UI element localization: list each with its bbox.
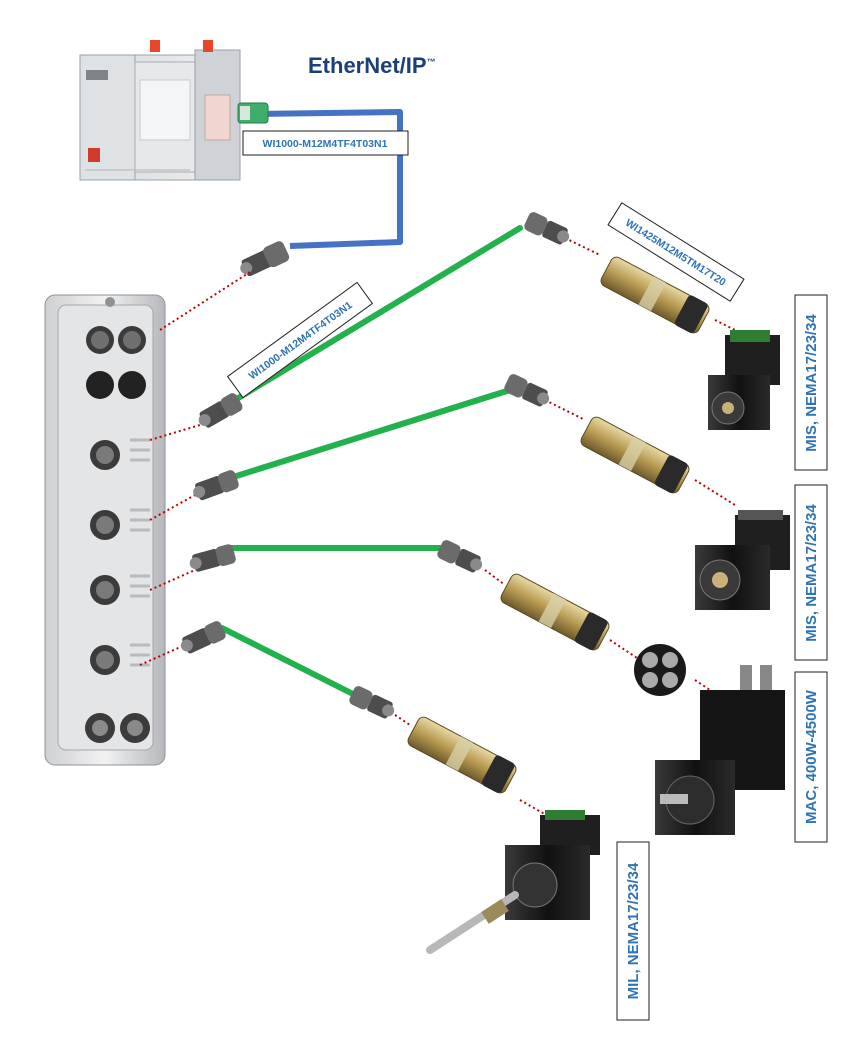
m12-connector-icon [198, 393, 243, 428]
plc-controller [79, 40, 241, 181]
cable-label-diagonal: WI1000-M12M4TF4T03N1 [226, 281, 374, 399]
svg-text:WI1000-M12M4TF4T03N1: WI1000-M12M4TF4T03N1 [263, 138, 388, 150]
rj45-plug-icon [237, 102, 269, 124]
svg-text:MIS, NEMA17/23/34: MIS, NEMA17/23/34 [803, 314, 820, 452]
m12-hub-icon [634, 644, 686, 696]
motor-mis-1 [708, 330, 780, 430]
ethernet-ip-logo: EtherNet/IP™ [308, 53, 436, 78]
motor-mil [426, 810, 600, 954]
m12-connector-icon [189, 544, 236, 572]
m12-connector-icon [180, 621, 226, 654]
m12-connector-icon [240, 241, 290, 277]
motor-label-mil: MIL, NEMA17/23/34 [616, 841, 650, 1021]
svg-text:EtherNet/IP™: EtherNet/IP™ [308, 53, 436, 78]
io-cables [219, 225, 523, 698]
m12-connector-icon [504, 374, 550, 407]
dotted-links [139, 237, 746, 821]
brass-adapter [580, 416, 690, 494]
m12-connector-icon [193, 470, 239, 501]
motor-mis-2 [695, 510, 790, 610]
motor-label-mis-1: MIS, NEMA17/23/34 [794, 294, 828, 471]
svg-text:MIS, NEMA17/23/34: MIS, NEMA17/23/34 [803, 504, 820, 642]
brass-adapter [500, 573, 610, 651]
m12-connector-icon [349, 686, 395, 719]
m12-connector-icon [437, 540, 483, 573]
motor-label-mis-2: MIS, NEMA17/23/34 [794, 484, 828, 661]
cable-label-top: WI1000-M12M4TF4T03N1 [242, 130, 409, 156]
brass-adapter [407, 716, 517, 794]
ethernet-cable [254, 109, 403, 249]
io-block [44, 294, 166, 766]
m12-connector-icon [524, 212, 570, 245]
motor-mac [655, 665, 785, 835]
svg-text:MAC, 400W-4500W: MAC, 400W-4500W [803, 689, 820, 824]
svg-text:MIL, NEMA17/23/34: MIL, NEMA17/23/34 [625, 862, 642, 999]
motor-label-mac: MAC, 400W-4500W [794, 671, 828, 843]
brass-adapter [600, 256, 710, 334]
